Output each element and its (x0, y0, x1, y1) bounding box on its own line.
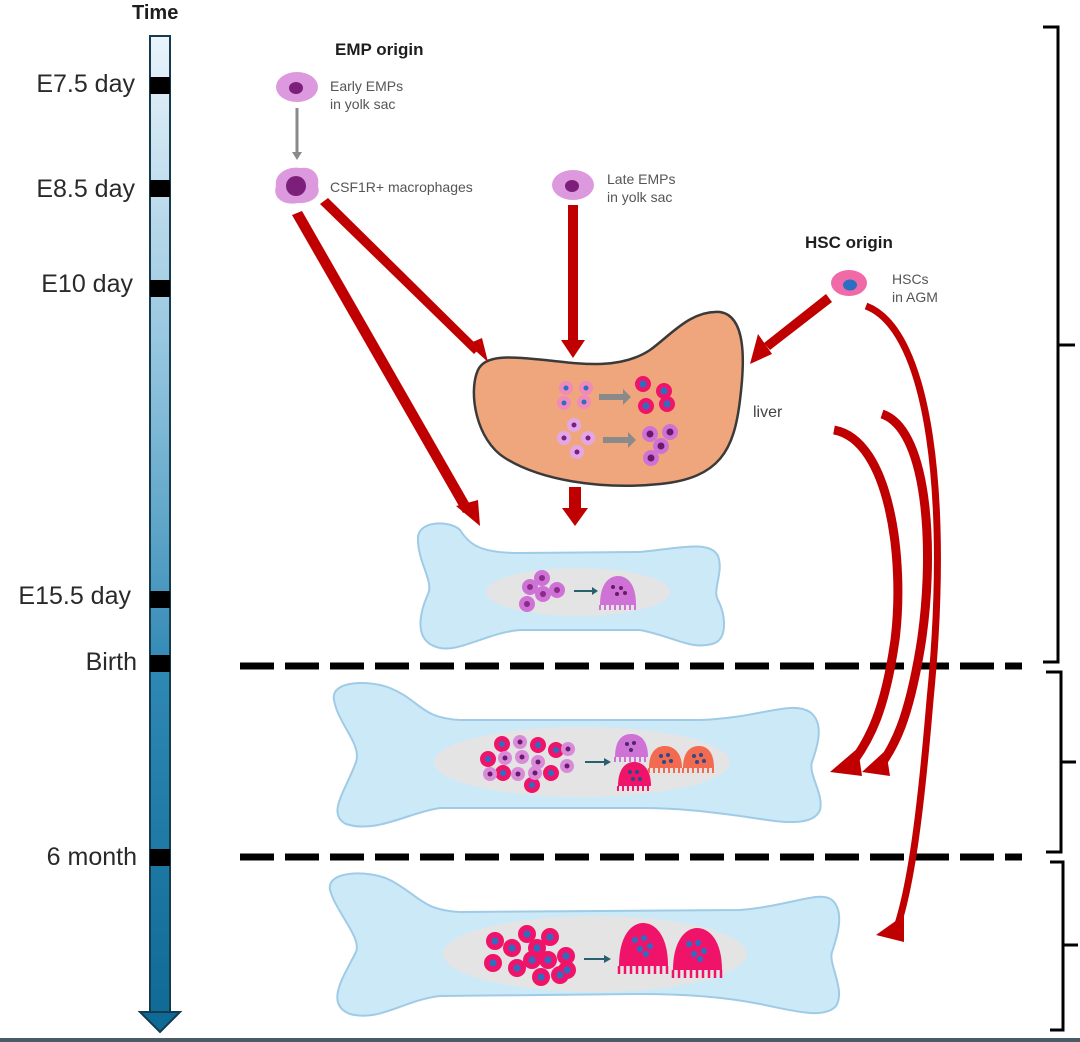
tick-6-month (150, 849, 170, 866)
arrow-macrophage-to-bone (292, 211, 480, 526)
liver-gray-arrow-top (599, 389, 631, 405)
hsc-origin-heading: HSC origin (805, 233, 893, 252)
early-emp-label-line1: Early EMPs (330, 78, 404, 94)
timeline-label-6-month: 6 month (46, 843, 137, 871)
late-emp-label-line2: in yolk sac (607, 189, 673, 205)
liver-gray-arrow-bottom (603, 432, 636, 448)
bone2-arrow (585, 758, 611, 766)
emp-origin-heading: EMP origin (335, 40, 424, 59)
red-arrows (292, 198, 832, 526)
early-emp-label-line2: in yolk sac (330, 96, 396, 112)
hsc-cell (831, 270, 867, 296)
tick-e10 (150, 280, 170, 297)
liver-organ (472, 310, 745, 487)
curved-arrow-liver-to-postnatal-1 (832, 425, 903, 769)
hsc-label-line1: HSCs (892, 271, 929, 287)
early-emp-label: Early EMPs in yolk sac (330, 77, 403, 113)
curved-arrow-hsc-to-postnatal-2 (876, 409, 932, 769)
early-emp-cell (276, 72, 318, 102)
hsc-label: HSCs in AGM (892, 270, 938, 306)
timeline-bar (137, 35, 183, 1034)
stage-brackets (1043, 25, 1078, 1032)
tick-e8-5 (150, 180, 170, 197)
osteoclast-orange-2b (682, 746, 714, 773)
bottom-border (0, 1038, 1080, 1042)
curved-arrows (832, 302, 941, 932)
late-emp-label-line1: Late EMPs (607, 171, 676, 187)
gray-arrow-early-to-macrophage (292, 108, 302, 160)
late-emp-cell (552, 170, 594, 200)
tick-e15-5 (150, 591, 170, 608)
mixed-cells (480, 735, 575, 793)
osteoclast-orange-2a (648, 746, 682, 773)
osteoclast-magenta-2 (617, 762, 651, 791)
macrophage-label: CSF1R+ macrophages (330, 179, 473, 195)
timeline-label-birth: Birth (85, 648, 137, 676)
osteoclast-magenta-3a (617, 923, 669, 974)
bone3-arrow (584, 955, 611, 963)
bracket-birth-6mo (1046, 670, 1076, 854)
bone-embryonic (416, 522, 725, 650)
bracket-adult (1050, 860, 1078, 1032)
osteoclast-purple-2 (614, 734, 648, 762)
curved-arrowheads (830, 748, 904, 942)
bracket-embryonic (1043, 25, 1075, 664)
curved-arrow-hsc-to-adult-bone (864, 302, 941, 932)
timeline-title: Time (132, 2, 179, 24)
csf1r-macrophage-cell (275, 167, 319, 204)
timeline-label-e10: E10 day (41, 270, 133, 298)
osteoclast-magenta-3b (671, 928, 723, 978)
arrow-late-emp-to-liver (561, 205, 585, 358)
late-emp-label: Late EMPs in yolk sac (607, 170, 675, 206)
arrow-hsc-to-liver (750, 294, 832, 364)
timeline-label-e8-5: E8.5 day (36, 175, 135, 203)
tick-birth (150, 655, 170, 672)
liver-label: liver (753, 404, 783, 421)
arrow-macrophage-to-liver (320, 198, 488, 362)
bone-adult (328, 872, 841, 1017)
osteoclast-purple (599, 576, 636, 610)
bone-postnatal (332, 682, 822, 828)
tick-e7-5 (150, 77, 170, 94)
hsc-label-line2: in AGM (892, 289, 938, 305)
bone1-arrow (574, 587, 598, 595)
timeline-label-e15-5: E15.5 day (18, 582, 131, 610)
timeline-label-e7-5: E7.5 day (36, 70, 135, 98)
arrow-liver-to-bone (562, 487, 588, 526)
